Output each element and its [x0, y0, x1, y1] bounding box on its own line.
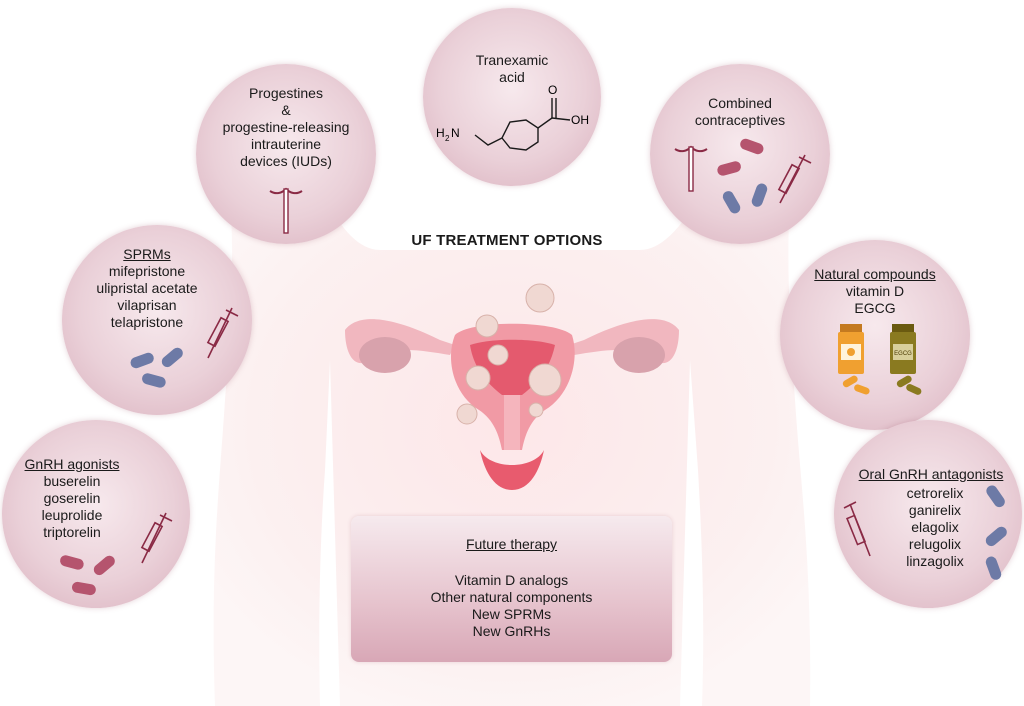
future-therapy-panel: Future therapy Vitamin D analogs Other n…: [351, 516, 672, 662]
oral-gnrh-bubble: [834, 420, 1022, 608]
tranexamic-bubble: [423, 8, 601, 186]
oh-label: OH: [571, 113, 589, 127]
natural-heading: Natural compounds: [814, 266, 936, 282]
oral-gnrh-heading-wrap: Oral GnRH antagonists: [846, 466, 1016, 483]
iud-icon: [269, 187, 303, 234]
tranexamic-structure-icon: H 2 N OH O: [436, 83, 589, 151]
vitamin-bottle-icon: [838, 324, 870, 395]
nh2-sub: 2: [445, 134, 450, 143]
progestines-label: Progestines & progestine-releasing intra…: [222, 85, 350, 169]
tranexamic-label: Tranexamic acid: [475, 52, 549, 85]
sprms-icons: [130, 307, 239, 388]
oral-gnrh-label: cetrorelix ganirelix elagolix relugolix …: [906, 485, 964, 569]
syringe-icon: [843, 501, 871, 557]
syringe-icon: [140, 512, 173, 564]
iud-icon: [674, 145, 708, 192]
future-therapy-heading-wrap: Future therapy: [351, 536, 672, 553]
combined-icons: [674, 138, 812, 214]
sprms-heading: SPRMs: [123, 246, 171, 262]
pill-icon: [717, 138, 768, 214]
gnrh-agonists-heading: GnRH agonists: [24, 456, 120, 472]
pill-icon: [985, 485, 1007, 580]
combined-bubble: [650, 64, 830, 244]
sprms-label: SPRMs mifepristone ulipristal acetate vi…: [62, 246, 232, 331]
syringe-icon: [777, 154, 812, 204]
pill-icon: [60, 555, 115, 596]
gnrh-agonists-label: GnRH agonists buserelin goserelin leupro…: [12, 456, 132, 541]
egcg-bottle-icon: EGCG: [890, 324, 922, 395]
nh2-h: H: [436, 126, 445, 140]
nh2-n: N: [451, 126, 460, 140]
o-label: O: [548, 83, 557, 97]
gnrh-agonists-bubble: [2, 420, 190, 608]
syringe-icon: [206, 307, 239, 359]
natural-label: Natural compounds vitamin D EGCG: [785, 266, 965, 317]
future-therapy-heading: Future therapy: [465, 536, 558, 552]
natural-icons: EGCG: [838, 324, 922, 395]
pill-icon: [130, 347, 183, 388]
future-therapy-list: Vitamin D analogs Other natural componen…: [430, 572, 593, 639]
combined-label: Combined contraceptives: [694, 95, 786, 128]
uterus-illustration: [345, 283, 679, 490]
egcg-bottle-label: EGCG: [894, 351, 912, 357]
gnrh-agonists-icons: [60, 512, 173, 596]
natural-bubble: [780, 240, 970, 430]
oral-gnrh-pills: [985, 485, 1007, 580]
diagram-title: UF TREATMENT OPTIONS: [411, 232, 603, 249]
oral-gnrh-heading: Oral GnRH antagonists: [858, 466, 1004, 482]
